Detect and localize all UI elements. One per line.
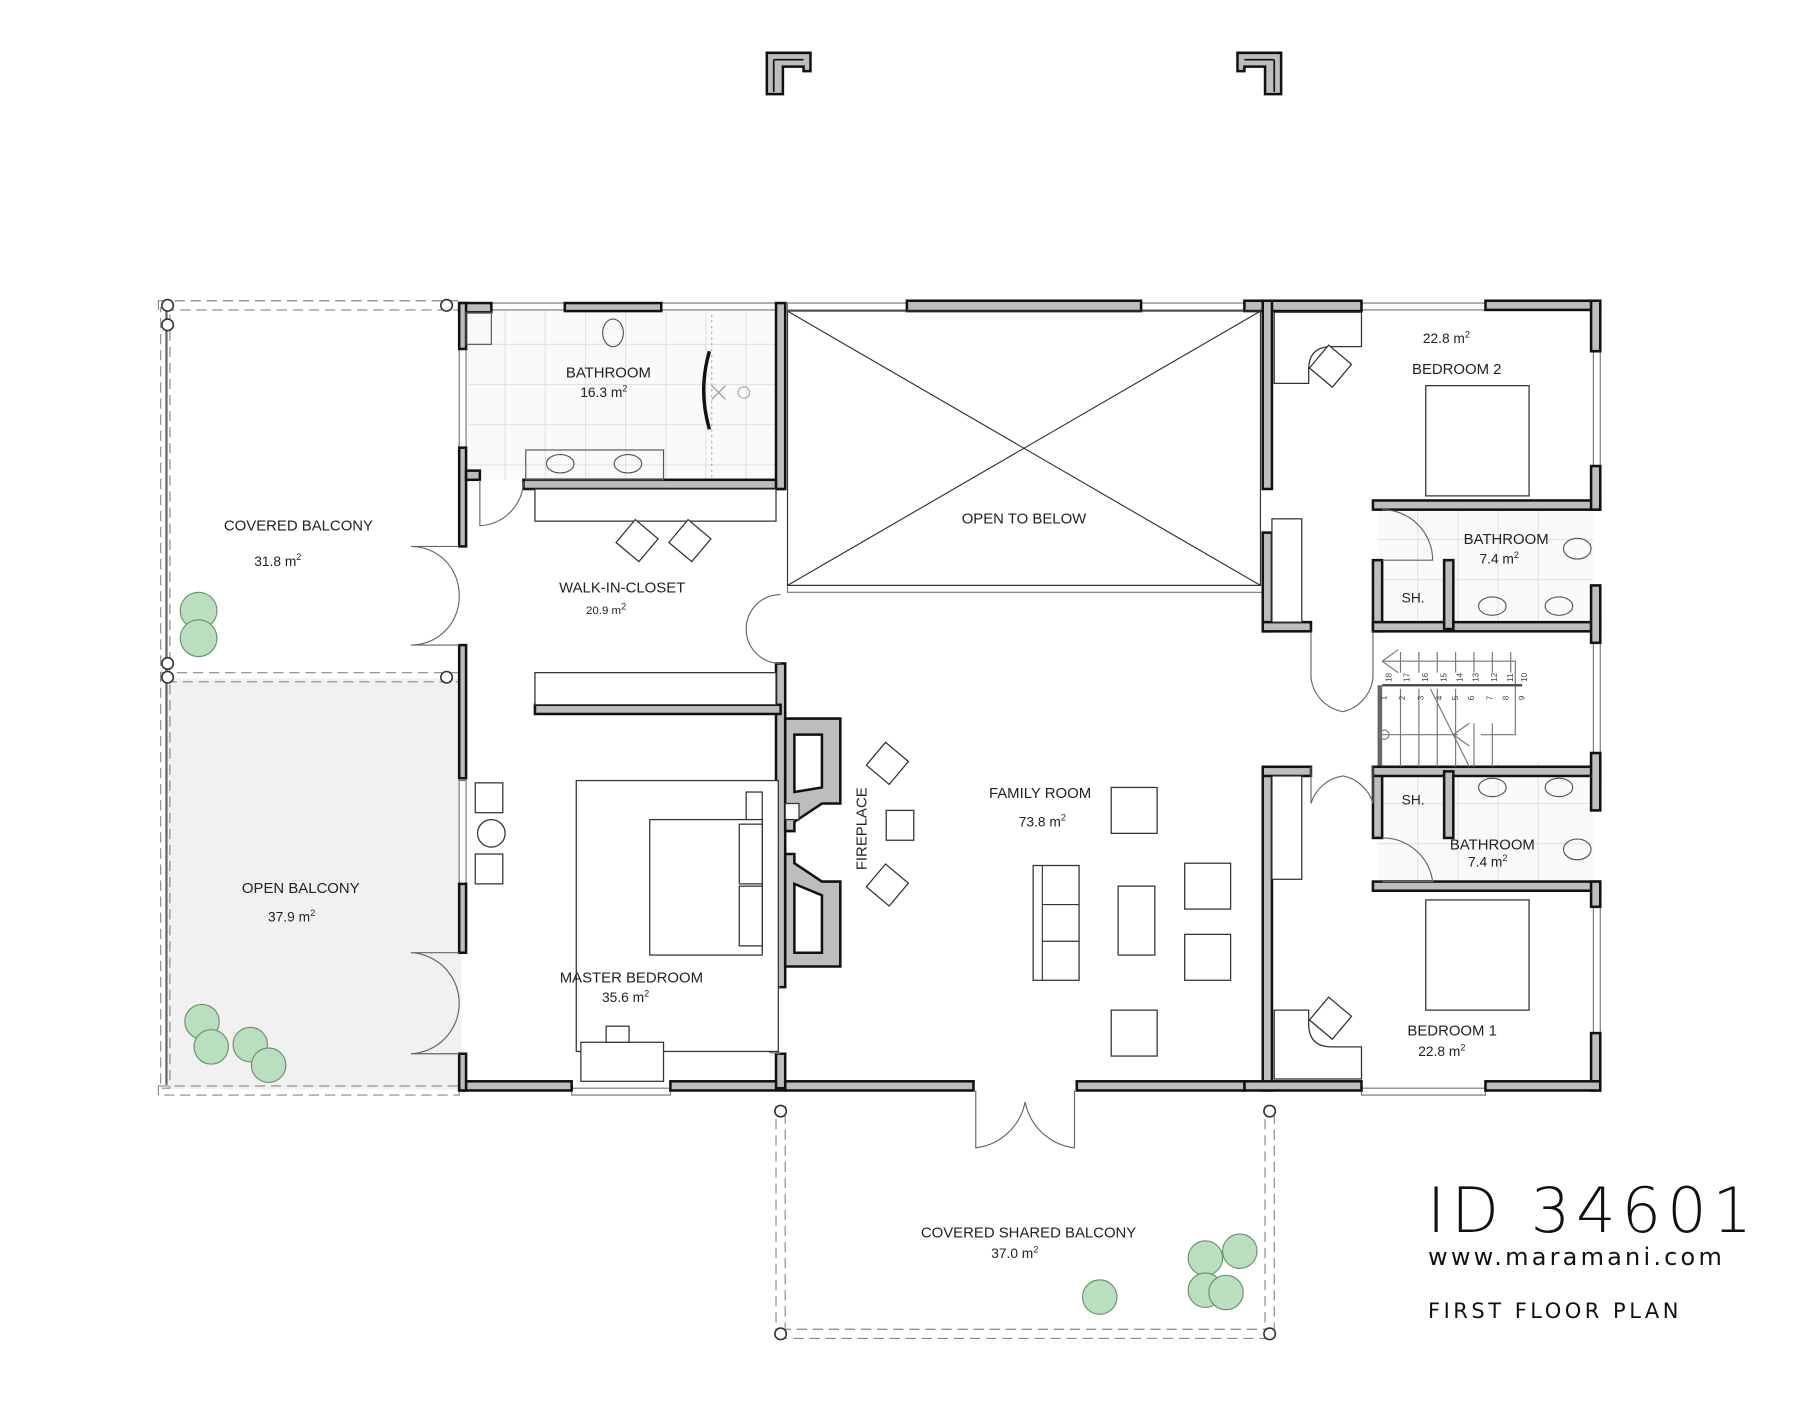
room-label-family-room: FAMILY ROOM 73.8 m2 [989, 785, 1091, 830]
room-label-bedroom-2: 22.8 m2 BEDROOM 2 [1412, 329, 1501, 378]
stair-numbers-upper: 18 17 16 15 14 13 12 11 10 [1384, 672, 1528, 681]
svg-text:BATHROOM: BATHROOM [1464, 531, 1549, 548]
svg-text:18: 18 [1384, 672, 1393, 681]
bedroom-1-furniture [1271, 775, 1530, 1080]
bath-fixtures-right [1477, 537, 1592, 861]
svg-text:6: 6 [1467, 695, 1476, 700]
svg-text:BEDROOM 1: BEDROOM 1 [1407, 1022, 1496, 1039]
room-label-walk-in-closet: WALK-IN-CLOSET 20.9 m2 [559, 579, 685, 617]
svg-text:20.9 m2: 20.9 m2 [586, 602, 626, 618]
room-label-bathroom-2: BATHROOM 7.4 m2 SH. [1402, 531, 1549, 606]
svg-text:35.6 m2: 35.6 m2 [602, 988, 649, 1005]
room-label-open-to-below: OPEN TO BELOW [962, 510, 1087, 527]
svg-text:9: 9 [1517, 695, 1526, 700]
svg-text:BATHROOM: BATHROOM [566, 365, 651, 382]
room-label-bedroom-1: BEDROOM 1 22.8 m2 [1407, 1022, 1496, 1059]
svg-text:OPEN BALCONY: OPEN BALCONY [242, 880, 360, 897]
room-label-covered-shared-balcony: COVERED SHARED BALCONY 37.0 m2 [921, 1224, 1136, 1261]
svg-text:22.8 m2: 22.8 m2 [1423, 329, 1470, 346]
room-label-master-bathroom: BATHROOM 16.3 m2 [566, 365, 651, 401]
stair-numbers-lower: 1 2 3 4 5 6 7 8 9 [1380, 695, 1527, 700]
svg-text:BATHROOM: BATHROOM [1450, 836, 1535, 853]
balcony-posts [161, 298, 1277, 1341]
staircase [1377, 649, 1523, 768]
svg-text:5: 5 [1451, 695, 1460, 700]
room-label-covered-balcony: COVERED BALCONY 31.8 m2 [224, 517, 373, 569]
svg-text:13: 13 [1472, 672, 1481, 681]
svg-text:7: 7 [1485, 695, 1494, 700]
master-bedroom-furniture [474, 779, 779, 1082]
family-room-furniture [865, 741, 1232, 1057]
svg-text:4: 4 [1435, 695, 1444, 700]
svg-text:15: 15 [1439, 672, 1448, 681]
svg-text:SH.: SH. [1402, 793, 1425, 808]
closet-furniture [534, 488, 777, 706]
svg-text:FIREPLACE: FIREPLACE [854, 787, 871, 870]
tile-grid-bath-1 [1377, 762, 1594, 882]
svg-text:22.8 m2: 22.8 m2 [1418, 1042, 1465, 1059]
svg-text:16.3 m2: 16.3 m2 [580, 383, 627, 400]
svg-text:WALK-IN-CLOSET: WALK-IN-CLOSET [559, 579, 685, 596]
svg-text:SH.: SH. [1402, 591, 1425, 606]
tile-grid-master-bath [468, 309, 781, 480]
website-link: www.maramani.com [1428, 1243, 1726, 1271]
tile-grid-bath-2 [1377, 509, 1594, 627]
plant-icons [179, 591, 1258, 1315]
plan-id: ID 34601 [1427, 1174, 1758, 1247]
svg-text:2: 2 [1398, 695, 1407, 700]
svg-text:14: 14 [1455, 672, 1464, 681]
room-label-bathroom-1: SH. BATHROOM 7.4 m2 [1402, 793, 1535, 870]
svg-text:MASTER BEDROOM: MASTER BEDROOM [560, 970, 703, 987]
svg-text:11: 11 [1506, 673, 1515, 682]
plan-name: FIRST FLOOR PLAN [1428, 1299, 1682, 1323]
svg-text:OPEN TO BELOW: OPEN TO BELOW [962, 510, 1087, 527]
svg-text:10: 10 [1520, 672, 1529, 681]
open-to-below-void [786, 310, 1262, 586]
svg-text:12: 12 [1490, 672, 1499, 681]
chimney-cap-right [1236, 51, 1283, 96]
room-label-open-balcony: OPEN BALCONY 37.9 m2 [242, 880, 360, 925]
svg-text:37.9 m2: 37.9 m2 [268, 908, 315, 925]
svg-text:73.8 m2: 73.8 m2 [1019, 813, 1066, 830]
svg-text:1: 1 [1380, 695, 1389, 700]
svg-text:31.8 m2: 31.8 m2 [254, 552, 301, 569]
room-label-master-bedroom: MASTER BEDROOM 35.6 m2 [560, 970, 703, 1006]
svg-text:COVERED BALCONY: COVERED BALCONY [224, 517, 373, 534]
room-label-fireplace: FIREPLACE [854, 787, 871, 870]
chimney-cap-left [765, 51, 812, 96]
bedroom-2-furniture [1271, 311, 1530, 623]
master-bath-fixtures [465, 311, 751, 481]
svg-text:8: 8 [1501, 695, 1510, 700]
svg-text:BEDROOM 2: BEDROOM 2 [1412, 361, 1501, 378]
svg-text:7.4 m2: 7.4 m2 [1479, 550, 1519, 567]
svg-text:3: 3 [1416, 695, 1425, 700]
walls [457, 299, 1602, 1092]
svg-text:17: 17 [1403, 672, 1412, 681]
svg-text:7.4 m2: 7.4 m2 [1468, 853, 1508, 870]
svg-text:COVERED SHARED BALCONY: COVERED SHARED BALCONY [921, 1224, 1136, 1241]
svg-text:16: 16 [1421, 672, 1430, 681]
doors [410, 479, 1434, 1149]
svg-text:37.0 m2: 37.0 m2 [991, 1244, 1038, 1261]
svg-text:FAMILY ROOM: FAMILY ROOM [989, 785, 1091, 802]
